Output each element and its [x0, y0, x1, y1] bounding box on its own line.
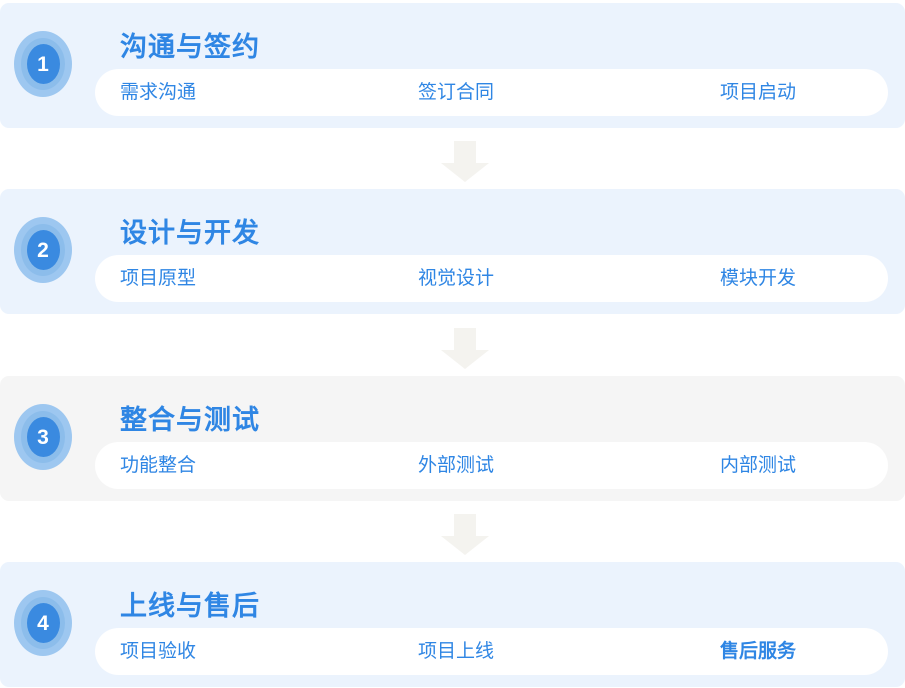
stage-number-3: 3 [37, 425, 49, 449]
arrow-down-icon [441, 328, 489, 369]
stage-section-1: 1 沟通与签约 需求沟通 签订合同 项目启动 [0, 3, 905, 128]
stage-title-1: 沟通与签约 [120, 32, 260, 62]
stage-section-3: 3 整合与测试 功能整合 外部测试 内部测试 [0, 376, 905, 501]
stage-item-1-1[interactable]: 需求沟通 [120, 82, 197, 103]
badge-core: 1 [26, 44, 60, 84]
stage-section-2: 2 设计与开发 项目原型 视觉设计 模块开发 [0, 189, 905, 314]
stage-item-1-3[interactable]: 项目启动 [720, 82, 797, 103]
stage-number-1: 1 [37, 52, 49, 76]
stage-title-2: 设计与开发 [120, 218, 260, 248]
stage-item-2-3[interactable]: 模块开发 [720, 268, 797, 289]
stage-number-badge-3: 3 [14, 404, 72, 470]
stage-items-card-4: 项目验收 项目上线 售后服务 [95, 628, 888, 675]
stage-item-2-2[interactable]: 视觉设计 [418, 268, 495, 289]
stage-items-card-1: 需求沟通 签订合同 项目启动 [95, 69, 888, 116]
badge-core: 4 [26, 603, 60, 643]
stage-number-badge-4: 4 [14, 590, 72, 656]
stage-items-card-2: 项目原型 视觉设计 模块开发 [95, 255, 888, 302]
stage-number-2: 2 [37, 238, 49, 262]
badge-core: 2 [26, 230, 60, 270]
badge-middle-ring: 3 [21, 411, 65, 463]
stage-item-4-2[interactable]: 项目上线 [418, 641, 495, 662]
stage-number-badge-1: 1 [14, 31, 72, 97]
stage-item-3-1[interactable]: 功能整合 [120, 455, 197, 476]
badge-middle-ring: 2 [21, 224, 65, 276]
stage-item-2-1[interactable]: 项目原型 [120, 268, 197, 289]
arrow-down-icon [441, 514, 489, 555]
stage-item-4-1[interactable]: 项目验收 [120, 641, 197, 662]
stage-section-4: 4 上线与售后 项目验收 项目上线 售后服务 [0, 562, 905, 687]
stage-item-1-2[interactable]: 签订合同 [418, 82, 495, 103]
stage-title-3: 整合与测试 [120, 405, 260, 435]
stage-title-4: 上线与售后 [120, 591, 260, 621]
stage-item-3-2[interactable]: 外部测试 [418, 455, 495, 476]
stage-number-4: 4 [37, 611, 49, 635]
stage-item-4-3[interactable]: 售后服务 [720, 641, 797, 662]
badge-core: 3 [26, 417, 60, 457]
badge-middle-ring: 4 [21, 597, 65, 649]
badge-middle-ring: 1 [21, 38, 65, 90]
stage-items-card-3: 功能整合 外部测试 内部测试 [95, 442, 888, 489]
stage-number-badge-2: 2 [14, 217, 72, 283]
stage-item-3-3[interactable]: 内部测试 [720, 455, 797, 476]
arrow-down-icon [441, 141, 489, 182]
